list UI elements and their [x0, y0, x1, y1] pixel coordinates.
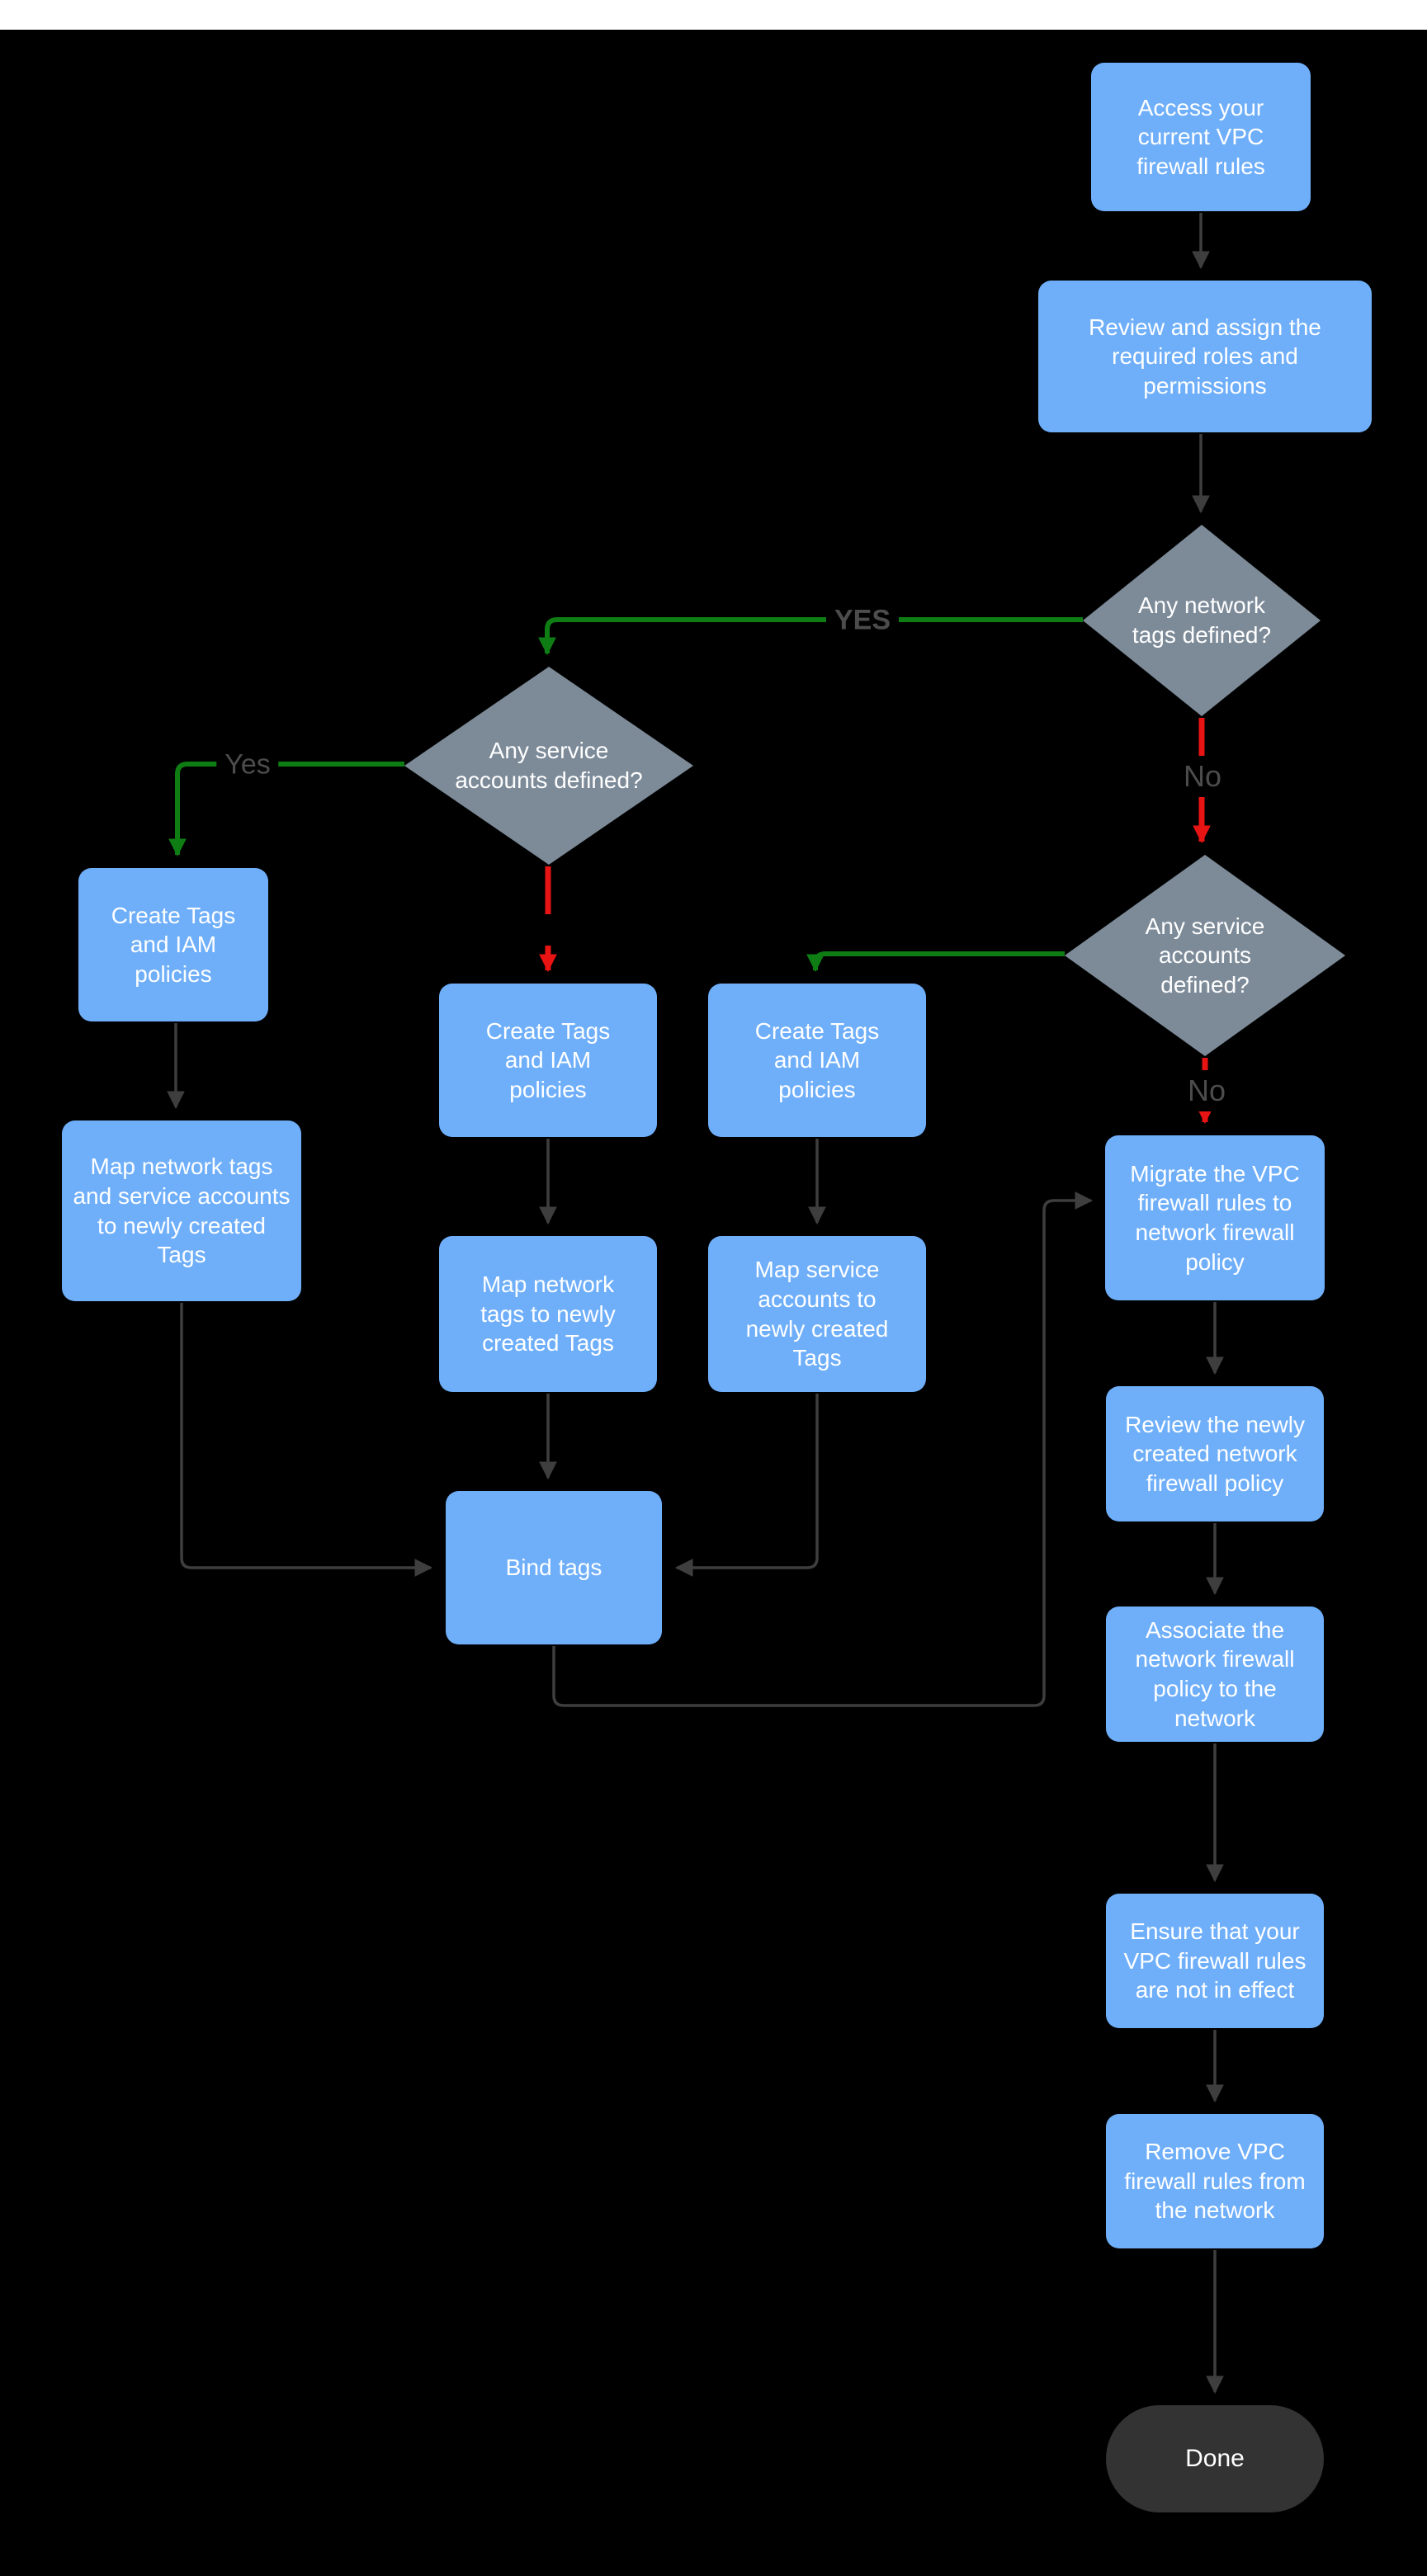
node-label: Create Tags and IAM policies: [111, 902, 236, 987]
edge-label-no-upper: No: [1174, 756, 1231, 797]
node-access-vpc-firewall-rules: Access your current VPC firewall rules: [1091, 63, 1311, 211]
edge-yes-service-right-to-create-right: [806, 951, 1065, 973]
node-label: Done: [1185, 2444, 1245, 2472]
edge-label-yes-upper: YES: [825, 601, 900, 640]
top-margin-bar: [0, 0, 1427, 30]
node-bind-tags: Bind tags: [446, 1491, 662, 1644]
node-label: Any network tags defined?: [1132, 592, 1272, 648]
edge-label-no-lower: No: [1179, 1070, 1235, 1111]
node-label: Map network tags and service accounts to…: [73, 1154, 291, 1268]
node-label: Migrate the VPC firewall rules to networ…: [1130, 1160, 1300, 1275]
node-create-tags-iam-mid: Create Tags and IAM policies: [439, 984, 657, 1137]
node-label: Create Tags and IAM policies: [485, 1017, 611, 1102]
node-label: Review the newly created network firewal…: [1125, 1411, 1305, 1496]
node-label: Map service accounts to newly created Ta…: [745, 1257, 889, 1371]
node-associate-policy: Associate the network firewall policy to…: [1106, 1606, 1324, 1742]
node-remove-vpc-rules: Remove VPC firewall rules from the netwo…: [1106, 2114, 1324, 2248]
node-create-tags-iam-right: Create Tags and IAM policies: [708, 984, 926, 1137]
edge-yes-service-left-to-create-left: [168, 762, 404, 857]
edge-bind-to-migrate: [552, 1191, 1094, 1707]
edge-map-all-to-bind: [180, 1303, 433, 1577]
node-label: Any service accounts defined?: [1145, 913, 1265, 998]
node-label: Ensure that your VPC firewall rules are …: [1123, 1918, 1307, 2003]
node-review-new-policy: Review the newly created network firewal…: [1106, 1386, 1324, 1522]
node-label: Create Tags and IAM policies: [754, 1017, 880, 1102]
node-map-network-tags: Map network tags to newly created Tags: [439, 1236, 657, 1392]
node-map-network-tags-and-service-accounts: Map network tags and service accounts to…: [62, 1121, 301, 1301]
node-label: Remove VPC firewall rules from the netwo…: [1124, 2139, 1306, 2224]
edge-yes-network-tags-to-service-left: [538, 617, 1083, 656]
node-label: Associate the network firewall policy to…: [1135, 1616, 1295, 1731]
node-ensure-rules-not-in-effect: Ensure that your VPC firewall rules are …: [1106, 1894, 1324, 2028]
node-label: Map network tags to newly created Tags: [480, 1271, 616, 1356]
node-label: Bind tags: [505, 1555, 602, 1581]
node-label: Review and assign the required roles and…: [1089, 314, 1321, 399]
node-migrate-vpc-rules: Migrate the VPC firewall rules to networ…: [1105, 1135, 1325, 1300]
node-label: Access your current VPC firewall rules: [1136, 94, 1265, 179]
node-label: Any service accounts defined?: [455, 738, 643, 793]
node-review-assign-roles: Review and assign the required roles and…: [1038, 281, 1372, 432]
node-map-service-accounts: Map service accounts to newly created Ta…: [708, 1236, 926, 1392]
edge-map-service-to-bind: [674, 1394, 819, 1577]
node-done: Done: [1106, 2405, 1324, 2512]
edge-label-yes-lower: Yes: [216, 745, 279, 785]
node-create-tags-iam-left: Create Tags and IAM policies: [78, 868, 268, 1021]
